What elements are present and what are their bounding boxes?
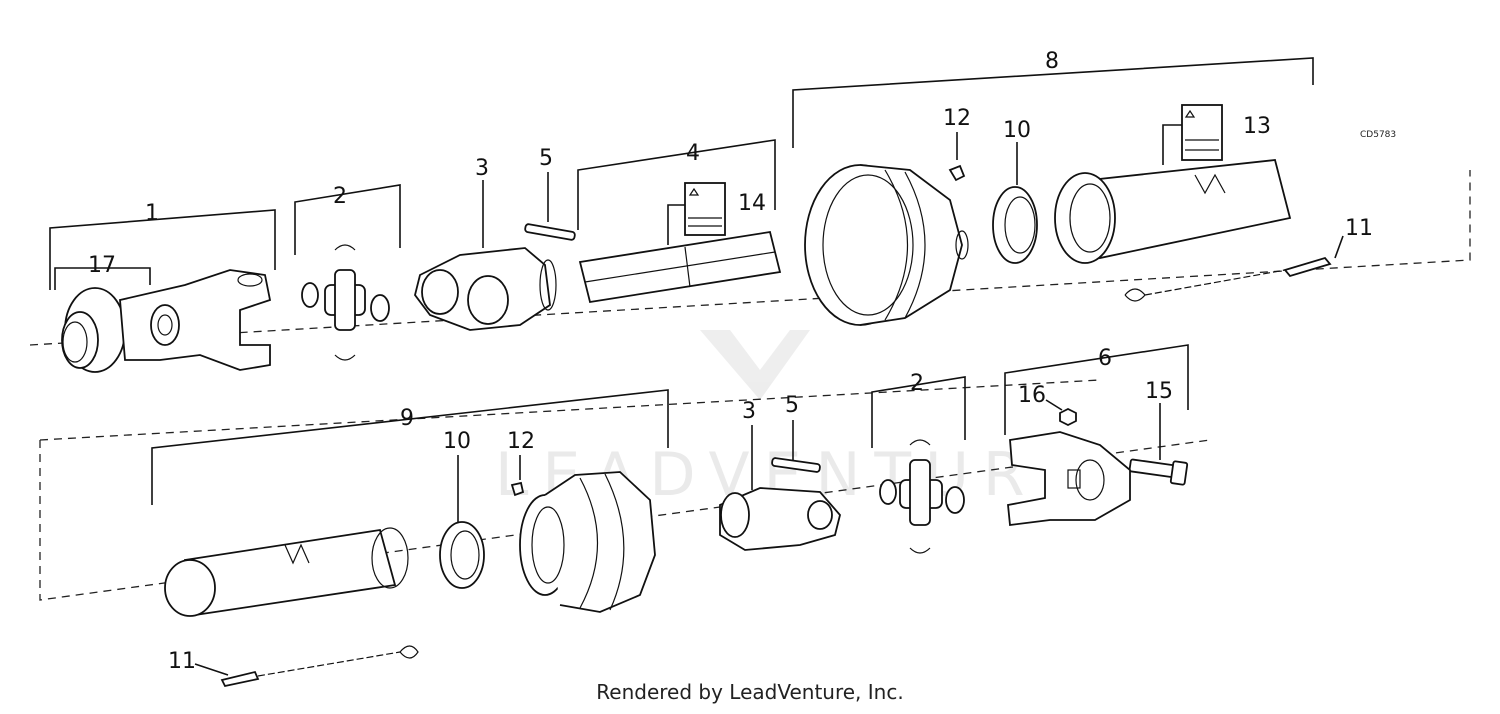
bracket-2-upper: [294, 184, 401, 255]
leader-13: [1162, 124, 1185, 165]
leader-11-lower: [194, 663, 229, 676]
bracket-6: [1004, 344, 1189, 435]
part-3-tube-yoke-lower: [719, 487, 841, 551]
bracket-9: [151, 389, 669, 505]
callout-17: 17: [88, 253, 116, 278]
part-5-spring-pin-upper: [524, 223, 576, 241]
part-11-safety-chain-lower: [220, 645, 419, 688]
watermark-logo-icon: [700, 330, 810, 400]
credit-footer: Rendered by LeadVenture, Inc.: [596, 680, 904, 704]
callout-8: 8: [1045, 49, 1059, 74]
bracket-2-lower: [871, 376, 966, 448]
bracket-17: [54, 267, 151, 290]
leader-16: [1045, 399, 1063, 411]
part-16-lock-nut: [1059, 407, 1077, 427]
callout-6: 6: [1098, 346, 1112, 371]
callout-11-lower: 11: [168, 649, 196, 674]
callout-10-upper: 10: [1003, 118, 1031, 143]
callout-10-lower: 10: [443, 429, 471, 454]
part-10-bearing-ring-upper: [992, 186, 1038, 264]
part-8-outer-tube-upper: [1054, 159, 1292, 264]
callout-5-lower: 5: [785, 393, 799, 418]
part-9-guard-cone-lower: [519, 471, 656, 613]
part-2-cross-journal-upper: [301, 244, 390, 361]
part-12-screw-upper: [948, 164, 966, 182]
callout-13: 13: [1243, 114, 1271, 139]
callout-15: 15: [1145, 379, 1173, 404]
callout-1: 1: [145, 201, 159, 226]
callout-3-lower: 3: [742, 399, 756, 424]
callout-12-upper: 12: [943, 106, 971, 131]
lower-centerline: [39, 439, 1211, 601]
part-13-warning-decal: [1181, 104, 1223, 161]
callout-3-upper: 3: [475, 156, 489, 181]
bracket-1: [49, 209, 276, 290]
part-5-spring-pin-lower: [771, 457, 821, 473]
callout-2-lower: 2: [910, 371, 924, 396]
callout-2-upper: 2: [333, 184, 347, 209]
callout-9: 9: [400, 406, 414, 431]
drawing-code: CD5783: [1360, 130, 1396, 140]
part-2-cross-journal-lower: [879, 439, 965, 554]
part-9-outer-tube-lower: [164, 527, 409, 617]
part-1-inner-yoke: [119, 269, 272, 371]
bracket-8: [792, 57, 1314, 148]
part-14-warning-decal-upper: [684, 182, 726, 236]
part-4-inner-profile-tube: [578, 230, 782, 304]
callout-4: 4: [686, 141, 700, 166]
part-6-implement-yoke: [1007, 431, 1131, 527]
leader-11-upper: [1334, 235, 1344, 259]
leader-14: [667, 204, 690, 245]
part-8-guard-cone-upper: [804, 164, 969, 326]
callout-14: 14: [738, 191, 766, 216]
lower-top-dash: [39, 379, 1101, 441]
bracket-4: [577, 139, 776, 230]
callout-16: 16: [1018, 383, 1046, 408]
part-11-safety-chain-upper: [1124, 256, 1332, 302]
part-10-bearing-ring-lower: [439, 521, 485, 589]
part-12-screw-lower: [510, 481, 525, 497]
callout-5-upper: 5: [539, 146, 553, 171]
callout-11-upper: 11: [1345, 216, 1373, 241]
part-17-seal-rings: [61, 287, 126, 373]
part-15-clamp-bolt: [1128, 458, 1189, 486]
callout-12-lower: 12: [507, 429, 535, 454]
part-3-tube-yoke-upper: [414, 247, 557, 331]
